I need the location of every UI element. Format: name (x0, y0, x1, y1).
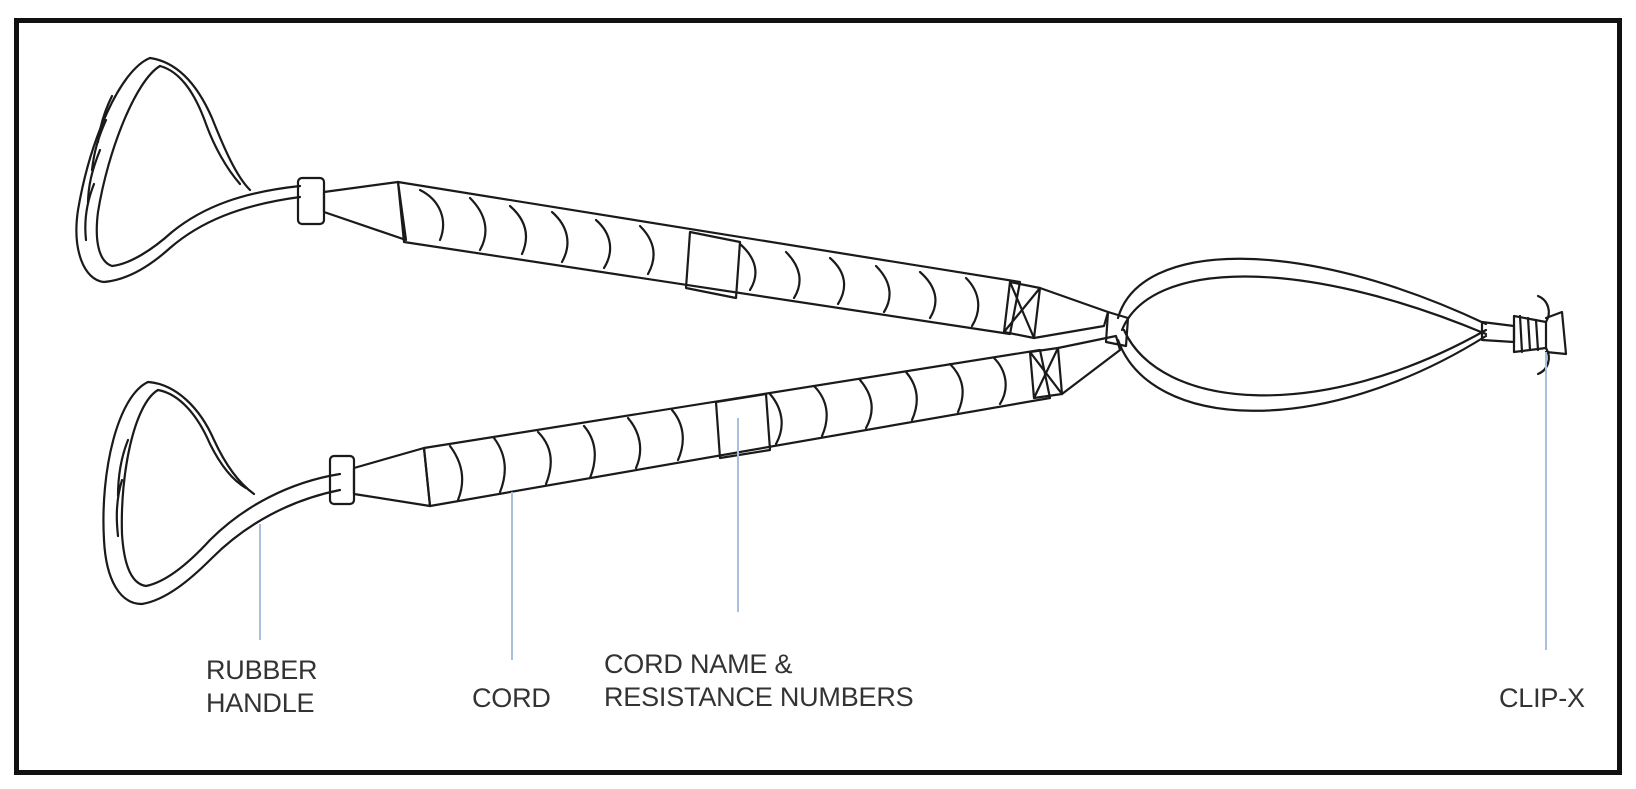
upper-cord (398, 182, 1108, 338)
label-rubber-handle-line1: RUBBER (206, 654, 317, 687)
upper-rubber-handle (76, 58, 300, 282)
anchor-strap-loop (1106, 259, 1486, 411)
label-cord-name: CORD NAME & RESISTANCE NUMBERS (604, 648, 913, 714)
label-rubber-handle-line2: HANDLE (206, 687, 317, 720)
lower-connector (330, 448, 430, 506)
label-cord: CORD (472, 682, 551, 715)
label-rubber-handle: RUBBER HANDLE (206, 654, 317, 720)
label-cord-name-line2: RESISTANCE NUMBERS (604, 681, 913, 714)
label-clip-x: CLIP-X (1499, 682, 1585, 715)
lower-cord (424, 336, 1120, 506)
clip-x (1482, 296, 1566, 374)
label-cord-name-line1: CORD NAME & (604, 648, 913, 681)
label-cord-text: CORD (472, 682, 551, 715)
upper-connector (298, 178, 406, 240)
label-clip-x-text: CLIP-X (1499, 682, 1585, 715)
lower-rubber-handle (103, 382, 340, 604)
